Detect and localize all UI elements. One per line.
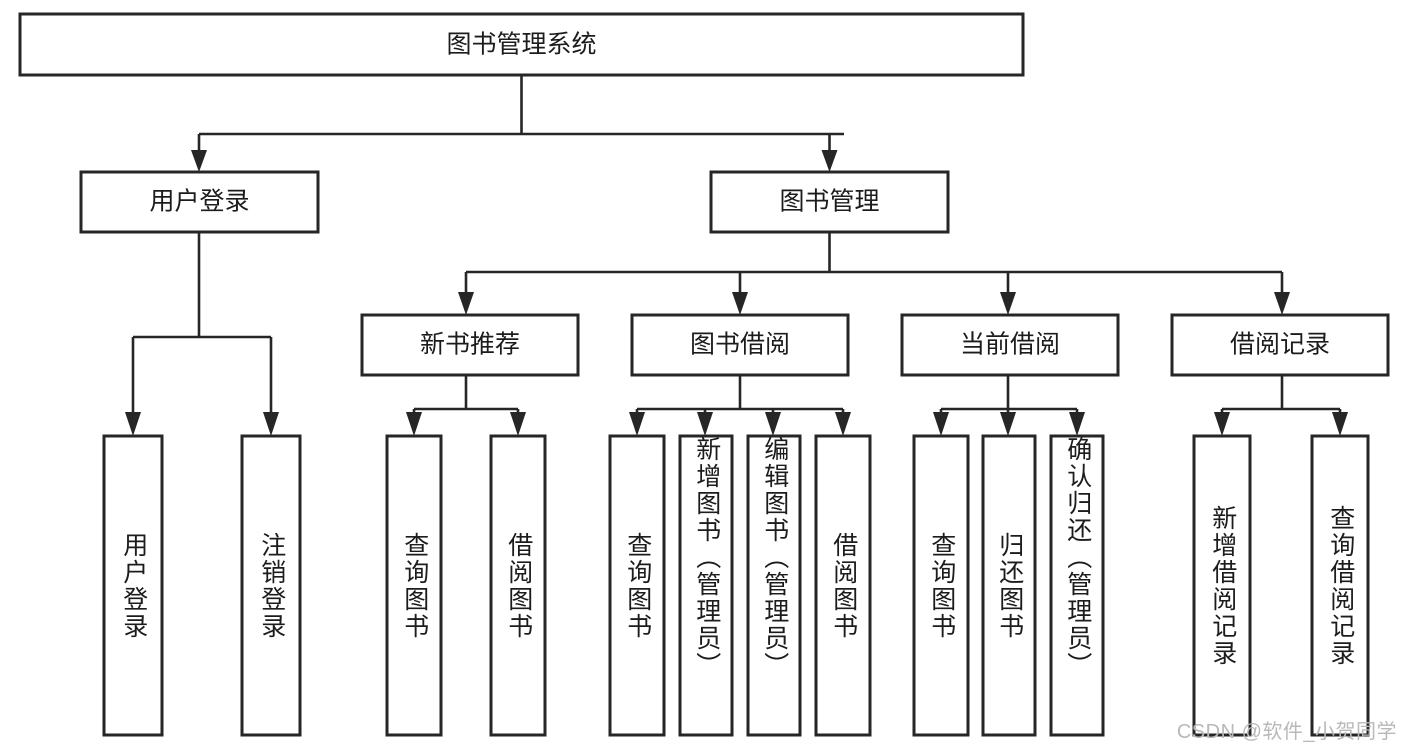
arrow-head-leaf-confirm-return (1069, 412, 1085, 436)
connector-group-current-borrow (933, 375, 1085, 436)
arrow-head-leaf-borrow-book-1 (510, 412, 526, 436)
arrow-head-book-management (821, 150, 838, 172)
node-leaf-user-logout[interactable] (240, 434, 302, 737)
node-leaf-return-book-box[interactable] (981, 434, 1037, 737)
node-leaf-confirm-return-box[interactable] (1049, 434, 1105, 737)
node-leaf-borrow-book-1[interactable] (489, 434, 547, 737)
arrow-head-leaf-return-book (1000, 412, 1016, 436)
node-leaf-query-record[interactable] (1310, 434, 1370, 737)
node-leaf-borrow-book-2[interactable] (814, 434, 872, 737)
node-user-login[interactable]: 用户登录 (79, 170, 320, 234)
node-root-label: 图书管理系统 (446, 31, 596, 59)
node-leaf-user-logout-box[interactable] (240, 434, 302, 737)
watermark-text: CSDN @软件_小贺同学 (1176, 721, 1397, 743)
node-leaf-add-book-box[interactable] (678, 434, 734, 737)
arrow-head-leaf-query-book-1 (406, 412, 422, 436)
node-user-login-label: 用户登录 (149, 188, 249, 216)
node-leaf-query-book-3-box[interactable] (912, 434, 970, 737)
node-leaf-query-book-2-box[interactable] (608, 434, 666, 737)
node-user-login-box[interactable] (79, 170, 320, 234)
node-book-borrow-label: 图书借阅 (690, 331, 790, 359)
node-leaf-edit-book[interactable] (746, 434, 802, 737)
node-current-borrow-label: 当前借阅 (960, 331, 1060, 359)
arrow-head-leaf-query-book-2 (629, 412, 645, 436)
node-leaf-add-record-box[interactable] (1192, 434, 1252, 737)
connector-group-book-management (458, 232, 1290, 315)
node-leaf-query-book-3[interactable] (912, 434, 970, 737)
connector-group-book-borrow (629, 375, 851, 436)
node-current-borrow[interactable]: 当前借阅 (900, 313, 1120, 377)
arrow-head-leaf-add-book (697, 412, 713, 436)
node-book-management-box[interactable] (709, 170, 950, 234)
node-leaf-edit-book-box[interactable] (746, 434, 802, 737)
node-current-borrow-box[interactable] (900, 313, 1120, 377)
node-root[interactable]: 图书管理系统 (18, 12, 1025, 77)
arrow-head-leaf-add-record (1214, 412, 1230, 436)
node-borrow-record[interactable]: 借阅记录 (1170, 313, 1390, 377)
node-book-management[interactable]: 图书管理 (709, 170, 950, 234)
node-leaf-query-record-box[interactable] (1310, 434, 1370, 737)
node-borrow-record-label: 借阅记录 (1230, 331, 1330, 359)
arrow-head-leaf-user-logout (263, 412, 279, 436)
node-root-box[interactable] (18, 12, 1025, 77)
node-book-management-label: 图书管理 (779, 188, 879, 216)
node-leaf-return-book[interactable] (981, 434, 1037, 737)
node-leaf-query-book-1-box[interactable] (385, 434, 443, 737)
arrow-head-leaf-edit-book (765, 412, 781, 436)
arrow-head-current-borrow (1000, 292, 1016, 315)
node-leaf-borrow-book-2-box[interactable] (814, 434, 872, 737)
node-leaf-add-book[interactable] (678, 434, 734, 737)
connector-group-new-book-recommend (406, 375, 526, 436)
connector-group-borrow-record (1214, 375, 1348, 436)
connector-group-user-login (125, 232, 279, 436)
node-leaf-query-book-2[interactable] (608, 434, 666, 737)
node-leaf-add-record[interactable] (1192, 434, 1252, 737)
arrow-head-leaf-borrow-book-2 (835, 412, 851, 436)
node-new-book-recommend-label: 新书推荐 (420, 331, 520, 359)
node-leaf-confirm-return[interactable] (1049, 434, 1105, 737)
arrow-head-new-book-recommend (458, 292, 474, 315)
connector-group-root (191, 75, 844, 172)
arrow-head-borrow-record (1274, 292, 1290, 315)
node-leaf-query-book-1[interactable] (385, 434, 443, 737)
node-leaf-borrow-book-1-box[interactable] (489, 434, 547, 737)
node-book-borrow-box[interactable] (630, 313, 850, 377)
node-new-book-recommend-box[interactable] (360, 313, 580, 377)
node-leaf-user-login-box[interactable] (102, 434, 164, 737)
node-borrow-record-box[interactable] (1170, 313, 1390, 377)
node-book-borrow[interactable]: 图书借阅 (630, 313, 850, 377)
arrow-head-leaf-query-record (1332, 412, 1348, 436)
node-new-book-recommend[interactable]: 新书推荐 (360, 313, 580, 377)
arrow-head-user-login (191, 150, 207, 172)
arrow-head-book-borrow (732, 292, 748, 315)
arrow-head-leaf-user-login (125, 412, 141, 436)
arrow-head-leaf-query-book-3 (933, 412, 949, 436)
node-leaf-user-login[interactable] (102, 434, 164, 737)
